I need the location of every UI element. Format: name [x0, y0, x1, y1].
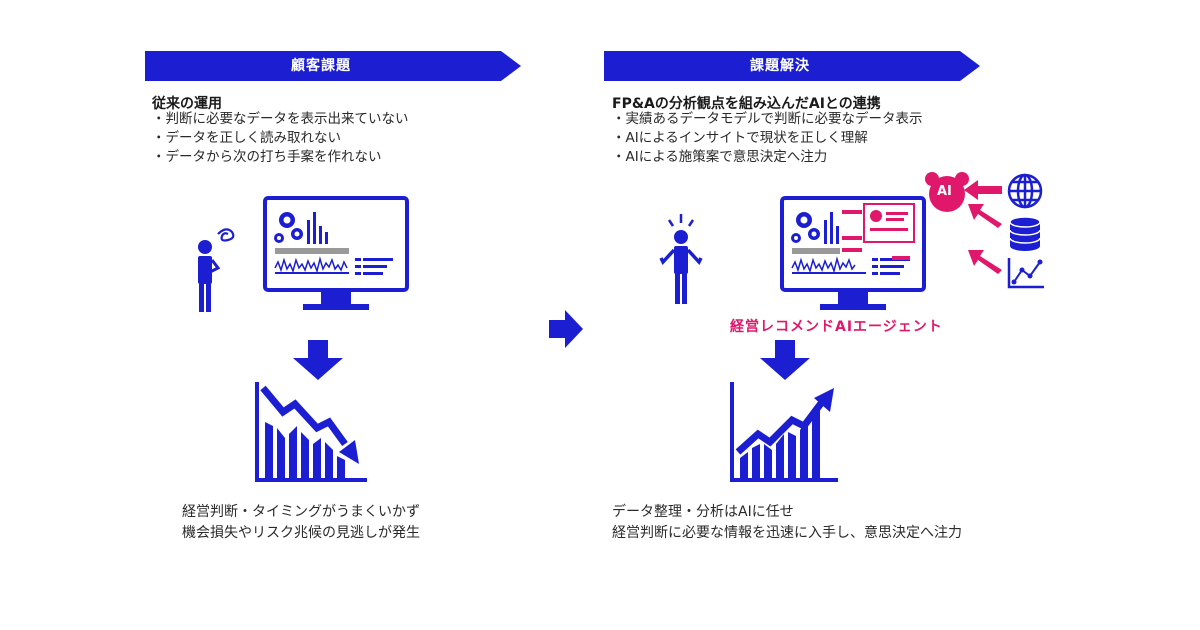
left-title: 従来の運用 [152, 96, 222, 112]
ai-bear-icon [925, 172, 969, 212]
left-banner-label: 顧客課題 [291, 58, 351, 74]
left-bullet-list: 判断に必要なデータを表示出来ていない データを正しく読み取れない データから次の… [152, 110, 409, 167]
list-item: AIによるインサイトで現状を正しく理解 [612, 129, 923, 148]
line-chart-icon [1007, 258, 1044, 289]
ai-badge-label: AI [937, 184, 952, 199]
outcome-line: 経営判断に必要な情報を迅速に入手し、意思決定へ注力 [612, 525, 962, 541]
list-item: データから次の打ち手案を作れない [152, 148, 409, 167]
globe-icon [1007, 173, 1043, 209]
outcome-line: データ整理・分析はAIに任せ [612, 504, 794, 520]
database-icon [1009, 216, 1041, 251]
list-item: 判断に必要なデータを表示出来ていない [152, 110, 409, 129]
down-arrow-icon [293, 340, 343, 380]
list-item: 実績あるデータモデルで判断に必要なデータ表示 [612, 110, 923, 129]
banner-arrow-shape [604, 51, 980, 81]
monitor-dashboard-icon [263, 196, 409, 310]
agent-label: 経営レコメンドAIエージェント [730, 319, 943, 335]
monitor-dashboard-icon [780, 196, 926, 310]
right-banner-label: 課題解決 [750, 58, 810, 74]
outcome-line: 機会損失やリスク兆候の見逃しが発生 [182, 525, 420, 541]
list-item: データを正しく読み取れない [152, 129, 409, 148]
right-outcome: データ整理・分析はAIに任せ 経営判断に必要な情報を迅速に入手し、意思決定へ注力 [612, 502, 962, 544]
confused-person-icon [198, 228, 235, 312]
outcome-line: 経営判断・タイミングがうまくいかず [182, 504, 420, 520]
right-title: FP&Aの分析観点を組み込んだAIとの連携 [612, 96, 881, 112]
input-arrows-icon [964, 180, 1002, 274]
left-outcome: 経営判断・タイミングがうまくいかず 機会損失やリスク兆候の見逃しが発生 [182, 502, 420, 544]
left-banner: 顧客課題 [145, 51, 521, 81]
list-item: AIによる施策案で意思決定へ注力 [612, 148, 923, 167]
right-banner: 課題解決 [604, 51, 980, 81]
surprised-person-icon [659, 214, 703, 304]
transition-arrow-icon [549, 310, 583, 348]
right-bullet-list: 実績あるデータモデルで判断に必要なデータ表示 AIによるインサイトで現状を正しく… [612, 110, 923, 167]
down-arrow-icon [760, 340, 810, 380]
declining-chart-icon [255, 382, 367, 482]
banner-arrow-shape [145, 51, 521, 81]
rising-chart-icon [730, 382, 838, 482]
